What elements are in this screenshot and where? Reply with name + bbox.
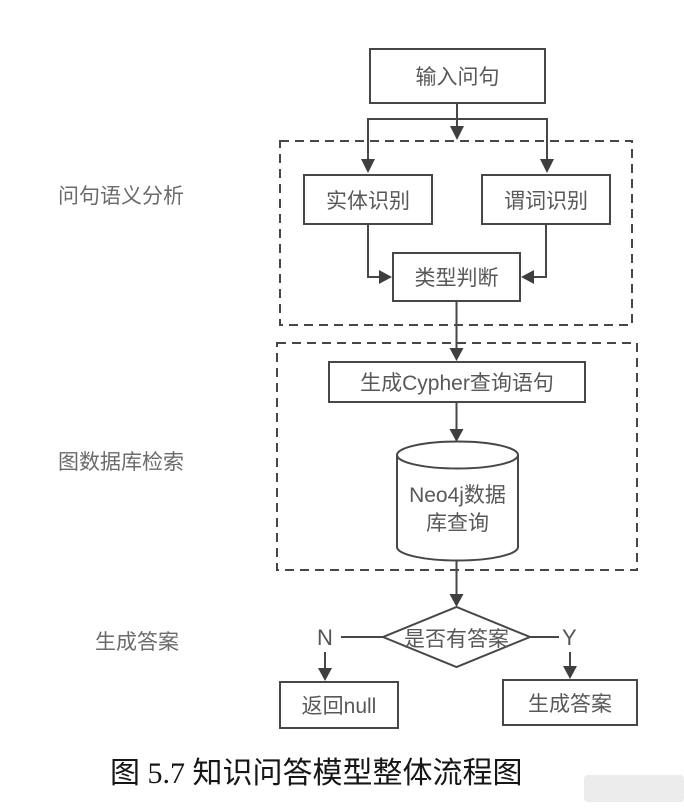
entity-recognition-node: 实体识别 xyxy=(303,174,433,225)
arrowhead-center-split xyxy=(450,126,464,140)
stage-label-semantic-analysis: 问句语义分析 xyxy=(58,185,184,208)
neo4j-label-line1: Neo4j数据 xyxy=(409,484,506,507)
generate-cypher-node: 生成Cypher查询语句 xyxy=(328,361,586,403)
arrowhead-into-null xyxy=(318,668,332,681)
stage-label-generate-answer: 生成答案 xyxy=(95,631,179,654)
branch-label-no: N xyxy=(317,625,333,650)
stage-label-graphdb-retrieval: 图数据库检索 xyxy=(58,451,184,474)
arrowhead-into-neo4j xyxy=(449,429,464,442)
edge-predicate-to-type xyxy=(534,225,547,278)
arrowhead-into-entity xyxy=(361,159,375,173)
neo4j-label-line2: 库查询 xyxy=(426,512,489,535)
input-question-node: 输入问句 xyxy=(369,48,546,104)
edge-entity-to-type xyxy=(367,225,379,278)
figure-caption: 图 5.7 知识问答模型整体流程图 xyxy=(110,757,523,790)
arrowhead-into-cypher xyxy=(449,348,464,361)
arrowhead-into-type-right xyxy=(521,270,534,284)
arrowhead-into-predicate xyxy=(540,159,554,173)
arrowhead-into-decision xyxy=(449,594,464,607)
corner-highlight-artifact xyxy=(584,775,684,802)
decision-diamond-label: 是否有答案 xyxy=(404,627,509,651)
neo4j-cylinder-shape xyxy=(396,440,519,562)
decision-diamond-shape xyxy=(380,605,533,669)
arrowhead-into-type-left xyxy=(379,270,392,284)
arrowhead-into-answer xyxy=(563,666,577,679)
branch-label-yes: Y xyxy=(562,625,577,650)
generate-answer-node: 生成答案 xyxy=(502,679,638,726)
type-judgment-node: 类型判断 xyxy=(392,252,521,302)
return-null-node: 返回null xyxy=(279,681,399,729)
predicate-recognition-node: 谓词识别 xyxy=(481,174,611,225)
neo4j-cylinder-label: Neo4j数据 库查询 xyxy=(397,472,518,548)
